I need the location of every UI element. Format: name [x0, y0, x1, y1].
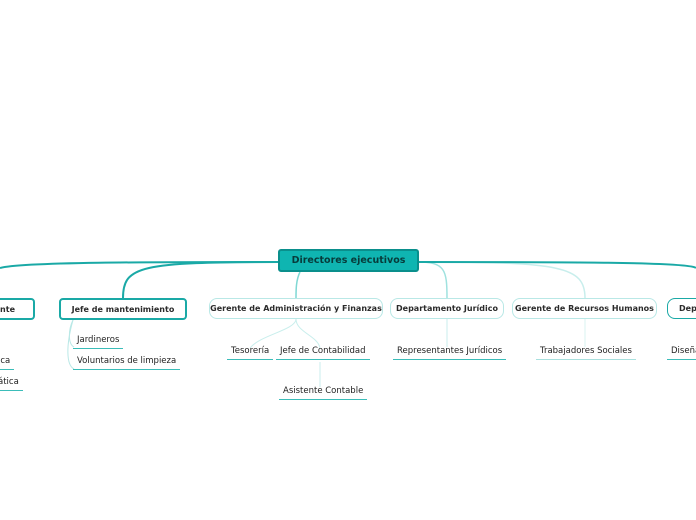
branch-node-3[interactable]: Departamento Jurídico — [390, 298, 504, 319]
branch-label-0: ente — [0, 304, 15, 314]
branch-node-4[interactable]: Gerente de Recursos Humanos — [512, 298, 657, 319]
branch-label-2: Gerente de Administración y Finanzas — [210, 304, 382, 313]
root-label: Directores ejecutivos — [291, 255, 406, 266]
leaf-1-0[interactable]: Jardineros — [73, 335, 124, 349]
leaf-2-0[interactable]: Tesorería — [227, 346, 274, 360]
leaf-3-0[interactable]: Representantes Jurídicos — [393, 346, 507, 360]
leaf-2-grandchild[interactable]: Asistente Contable — [279, 386, 368, 400]
branch-label-4: Gerente de Recursos Humanos — [515, 304, 654, 313]
branch-node-1[interactable]: Jefe de mantenimiento — [59, 298, 187, 320]
branch-label-3: Departamento Jurídico — [396, 304, 498, 313]
leaf-0-1[interactable]: ática — [0, 377, 23, 391]
branch-node-0[interactable]: ente — [0, 298, 35, 320]
root-node[interactable]: Directores ejecutivos — [278, 249, 419, 272]
leaf-0-0[interactable]: ica — [0, 356, 15, 370]
leaf-5-0[interactable]: Diseña — [667, 346, 696, 360]
branch-node-2[interactable]: Gerente de Administración y Finanzas — [209, 298, 383, 319]
leaf-2-1[interactable]: Jefe de Contabilidad — [276, 346, 370, 360]
branch-label-1: Jefe de mantenimiento — [71, 304, 175, 314]
branch-label-5: Depa — [679, 304, 696, 313]
branch-node-5[interactable]: Depa — [667, 298, 696, 319]
leaf-4-0[interactable]: Trabajadores Sociales — [536, 346, 636, 360]
leaf-1-1[interactable]: Voluntarios de limpieza — [73, 356, 181, 370]
